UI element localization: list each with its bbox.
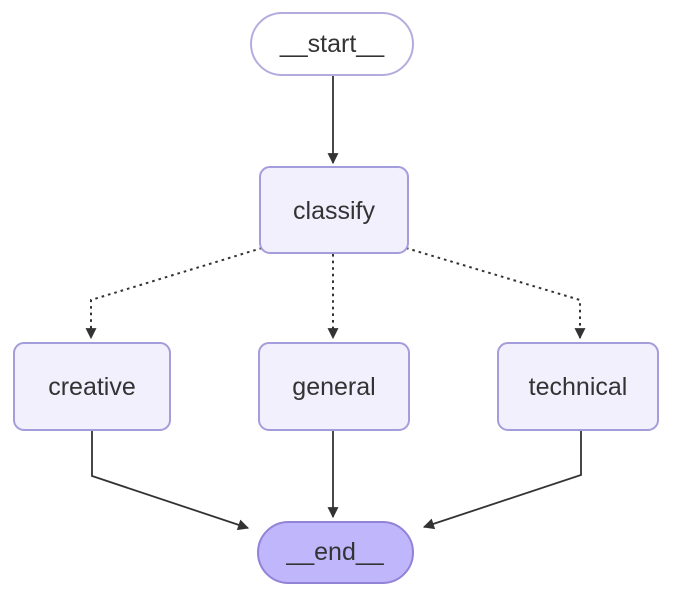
edge-classify-creative: [85, 247, 263, 340]
node-classify-shape: [259, 166, 409, 254]
node-start-label: __start__: [279, 30, 385, 58]
node-creative-label: creative: [48, 373, 136, 401]
node-technical-label: technical: [529, 373, 628, 401]
node-general-label: general: [292, 373, 375, 401]
edge-creative-end: [91, 430, 250, 531]
edge-layer: [85, 75, 586, 531]
node-creative-shape: [13, 342, 171, 431]
node-general-shape: [258, 342, 410, 431]
node-general: general: [258, 342, 410, 431]
node-classify: classify: [259, 166, 409, 254]
node-technical: technical: [497, 342, 659, 431]
edge-technical-end: [422, 430, 582, 530]
node-start-shape: [250, 12, 414, 76]
node-start: __start__: [250, 12, 414, 76]
edge-classify-technical: [405, 247, 586, 340]
node-end-shape: [257, 521, 414, 584]
node-end-label: __end__: [285, 538, 384, 566]
node-end: __end__: [257, 521, 414, 584]
node-creative: creative: [13, 342, 171, 431]
node-classify-label: classify: [293, 197, 375, 225]
node-technical-shape: [497, 342, 659, 431]
